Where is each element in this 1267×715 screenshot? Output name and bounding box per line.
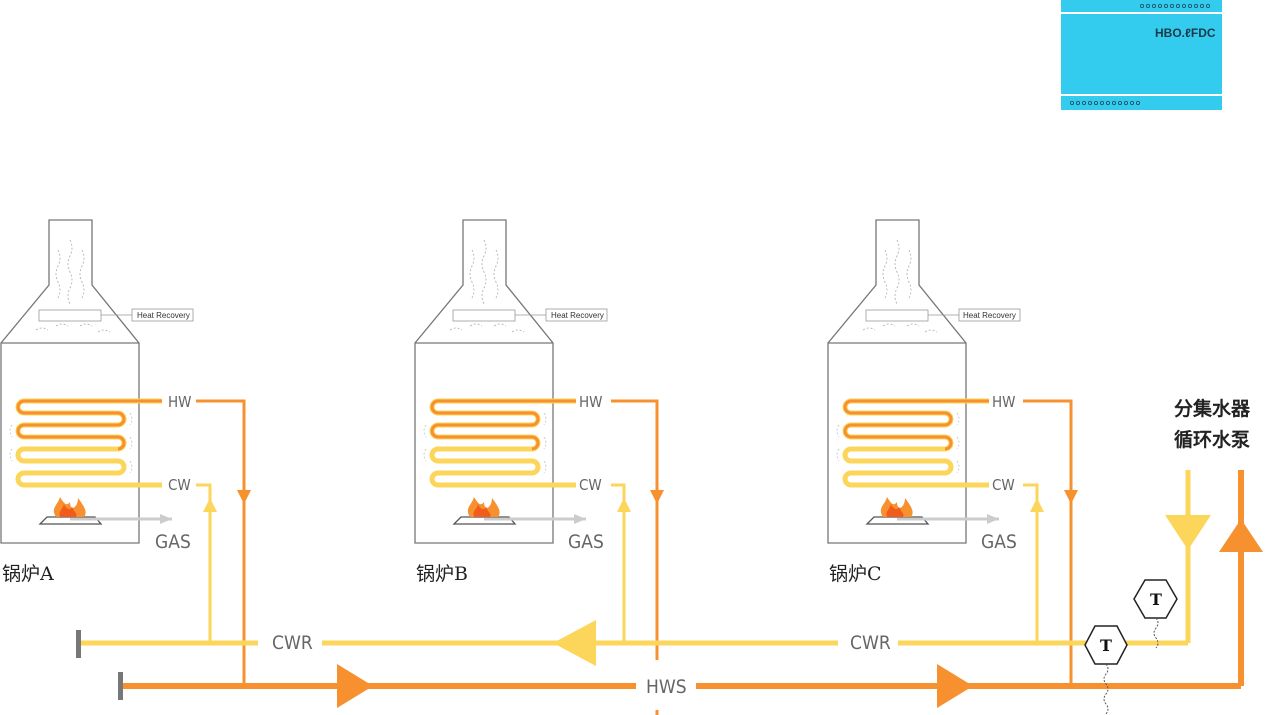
sensor-label: T [1150, 590, 1162, 609]
boiler-b: Heat Recovery HW CW GAS 锅炉B [415, 220, 607, 585]
cwr-end-cap [76, 630, 81, 658]
hw-label: HW [168, 393, 192, 411]
heat-recovery-label: Heat Recovery [551, 311, 604, 320]
sensor-label: T [1100, 636, 1112, 655]
cwr-return-arrow [1165, 515, 1211, 550]
gas-label: GAS [981, 531, 1017, 553]
cwr-label-right: CWR [850, 632, 891, 654]
hw-label: HW [992, 393, 1016, 411]
heat-recovery-label: Heat Recovery [963, 311, 1016, 320]
controller-device: HBO.ℓFDC [1061, 0, 1222, 110]
hws-supply-arrow [1219, 519, 1263, 552]
heat-recovery-label: Heat Recovery [137, 311, 190, 320]
cw-label: CW [168, 476, 191, 494]
controller-terminals-bottom [1070, 101, 1141, 106]
temperature-sensor: T [1084, 625, 1128, 715]
cold-water-rises [196, 483, 1039, 643]
controller-label: HBO.ℓFDC [1155, 26, 1216, 40]
cw-label: CW [992, 476, 1015, 494]
gas-label: GAS [155, 531, 191, 553]
hot-water-drops [196, 399, 1073, 715]
cwr-pipe [76, 470, 1211, 666]
hws-pipe [118, 470, 1263, 708]
boiler-a: Heat Recovery HW CW GAS 锅炉A [1, 220, 193, 585]
cwr-flow-arrow [553, 620, 596, 666]
cw-label: CW [579, 476, 602, 494]
hw-label: HW [579, 393, 603, 411]
hws-label: HWS [646, 676, 687, 698]
hws-flow-arrow [337, 664, 373, 708]
gas-label: GAS [568, 531, 604, 553]
boiler-name: 锅炉C [829, 563, 882, 585]
boiler-c: Heat Recovery HW CW GAS 锅炉C [828, 220, 1020, 585]
hws-flow-arrow [937, 664, 973, 708]
hws-end-cap [118, 672, 123, 700]
temperature-sensor: T [1133, 579, 1178, 649]
boiler-name: 锅炉B [416, 563, 468, 585]
cwr-label-left: CWR [272, 632, 313, 654]
manifold-label: 分集水器 [1174, 397, 1251, 420]
boiler-name: 锅炉A [2, 563, 54, 585]
controller-terminals-top [1140, 4, 1211, 9]
pump-label: 循环水泵 [1174, 428, 1250, 451]
